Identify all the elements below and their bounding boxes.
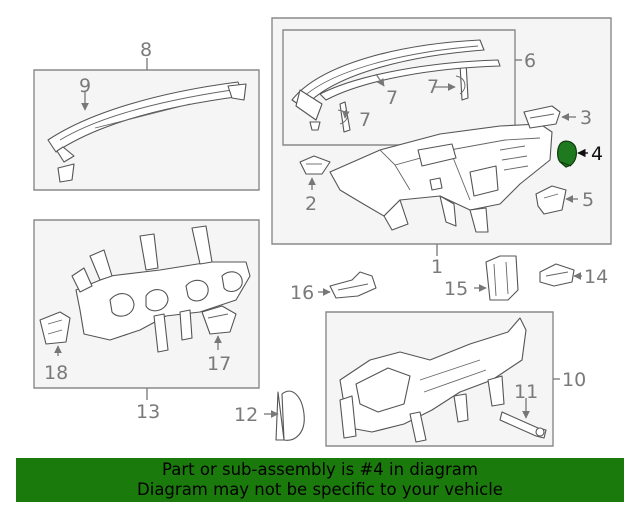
callout-6: 6: [524, 50, 536, 72]
callout-11: 11: [514, 381, 538, 403]
part-4-highlighted[interactable]: [557, 140, 577, 168]
callout-1: 1: [431, 256, 443, 278]
parts-diagram: 8 9 6 7 7 7 3 4 5 2 1 16 15 14 17 18 13 …: [33, 17, 612, 447]
callout-13: 13: [136, 401, 160, 423]
callout-8: 8: [140, 39, 152, 61]
part-18-bracket[interactable]: [39, 311, 71, 345]
part-3-bracket[interactable]: [523, 105, 561, 129]
part-16-bracket[interactable]: [329, 271, 377, 299]
part-6-windshield-molding[interactable]: [291, 39, 501, 133]
part-14-bracket[interactable]: [539, 263, 575, 287]
callout-9: 9: [79, 75, 91, 97]
callout-15: 15: [444, 278, 468, 300]
callout-3: 3: [580, 107, 592, 129]
callout-7c: 7: [427, 76, 439, 98]
part-17-bracket[interactable]: [201, 305, 237, 335]
callout-16: 16: [290, 282, 314, 304]
callout-7b: 7: [359, 109, 371, 131]
part-12-cover[interactable]: [275, 390, 305, 441]
part-5-cover[interactable]: [535, 185, 567, 215]
callout-2: 2: [305, 193, 317, 215]
part-15-bracket[interactable]: [485, 255, 519, 301]
banner-line-1: Part or sub-assembly is #4 in diagram: [162, 460, 478, 479]
part-1-instrument-panel[interactable]: [329, 123, 553, 233]
callout-12: 12: [234, 404, 258, 426]
callout-4: 4: [591, 143, 603, 165]
callout-14: 14: [584, 266, 608, 288]
callout-10: 10: [562, 369, 586, 391]
callout-7a: 7: [386, 87, 398, 109]
info-banner: Part or sub-assembly is #4 in diagram Di…: [16, 458, 624, 502]
part-13-reinforcement[interactable]: [71, 225, 251, 353]
part-2-cover[interactable]: [299, 155, 331, 175]
part-10-cross-car-beam[interactable]: [339, 317, 547, 443]
callout-5: 5: [582, 189, 594, 211]
part-9-defroster-trim[interactable]: [47, 81, 247, 183]
banner-line-2: Diagram may not be specific to your vehi…: [137, 480, 503, 499]
callout-18: 18: [44, 362, 68, 384]
callout-17: 17: [207, 353, 231, 375]
